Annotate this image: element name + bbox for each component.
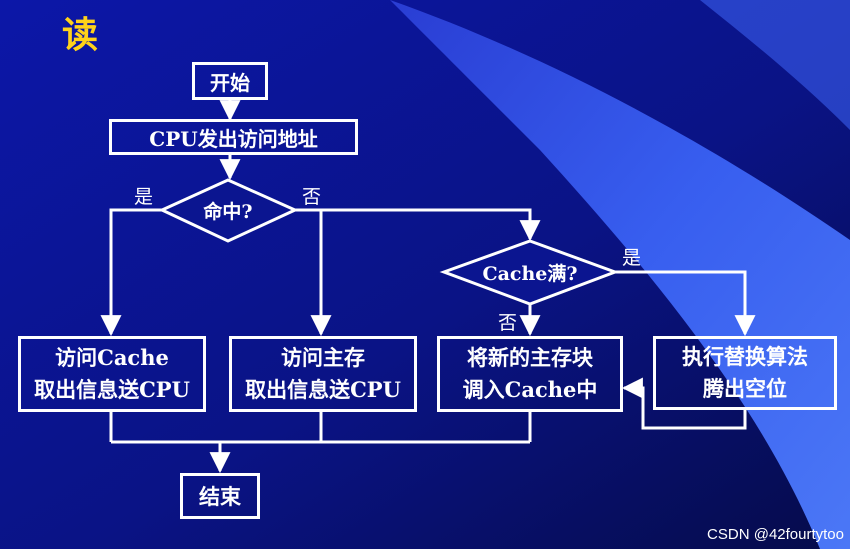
hit-decision-label: 命中? (203, 201, 253, 223)
watermark: CSDN @42fourtytoo (707, 526, 844, 543)
replacement-node: 执行替换算法 腾出空位 (653, 336, 837, 410)
end-node: 结束 (180, 473, 260, 519)
access-cache-node: 访问Cache 取出信息送CPU (18, 336, 206, 412)
access-main-memory-node: 访问主存 取出信息送CPU (229, 336, 417, 412)
page-title: 读 (62, 14, 99, 56)
edge-hit-no-to-full (321, 208, 541, 242)
decorative-band (390, 0, 850, 549)
hit-yes-label: 是 (134, 186, 154, 208)
edge-full-yes (615, 270, 756, 337)
start-node: 开始 (192, 62, 268, 100)
full-no-label: 否 (498, 312, 518, 334)
decorative-band-top (700, 0, 850, 130)
load-block-node: 将新的主存块 调入Cache中 (437, 336, 623, 412)
cache-full-decision-label: Cache满? (482, 263, 578, 285)
edge-replace-load (621, 377, 747, 430)
full-yes-label: 是 (622, 247, 642, 269)
hit-decision-diamond (158, 178, 299, 243)
cpu-address-node: CPU发出访问地址 (109, 119, 358, 155)
hit-no-label: 否 (302, 186, 322, 208)
cache-full-decision-diamond (439, 239, 620, 306)
edge-hit-yes (100, 208, 162, 337)
